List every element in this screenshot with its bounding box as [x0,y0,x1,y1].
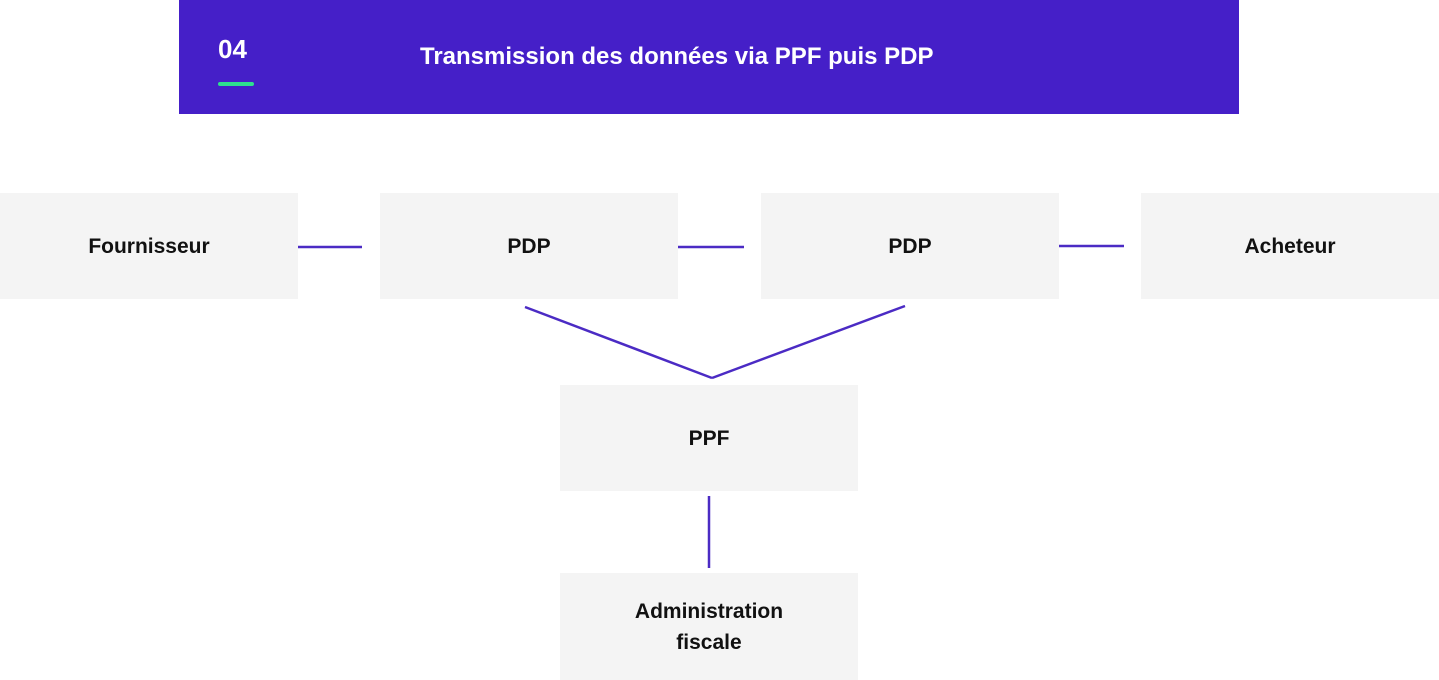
node-fournisseur-label: Fournisseur [88,234,210,258]
node-pdp-right-label: PDP [888,234,932,258]
node-ppf: PPF [560,385,858,491]
node-pdp-left: PDP [380,193,678,299]
node-acheteur-label: Acheteur [1244,234,1336,258]
node-acheteur: Acheteur [1141,193,1439,299]
node-pdp-left-label: PDP [507,234,551,258]
node-fournisseur: Fournisseur [0,193,298,299]
section-number: 04 [218,34,247,64]
header-banner: 04 Transmission des données via PPF puis… [179,0,1239,114]
node-administration-fiscale-label: Administration fiscale [634,599,784,654]
node-ppf-label: PPF [688,426,730,450]
connector-pdp-left-ppf [524,305,713,380]
connector-pdp-right-ppf [711,304,906,380]
node-administration-fiscale: Administration fiscale [560,573,858,680]
node-pdp-right: PDP [761,193,1059,299]
section-title: Transmission des données via PPF puis PD… [420,43,934,70]
section-number-underline [218,82,254,86]
